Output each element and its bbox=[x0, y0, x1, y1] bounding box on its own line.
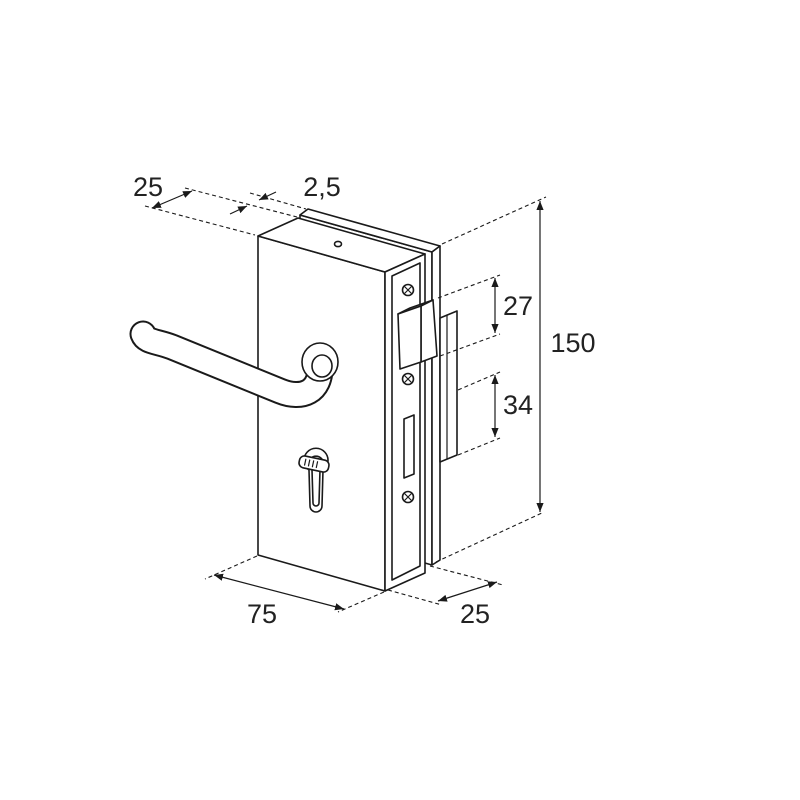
dimension-label: 34 bbox=[503, 390, 533, 420]
cylinder bbox=[298, 447, 330, 513]
latch-bolt bbox=[397, 299, 438, 370]
extension-line bbox=[249, 192, 307, 210]
dimension-label: 2,5 bbox=[303, 172, 341, 202]
latch-bolt-front bbox=[397, 305, 422, 370]
handle-neck bbox=[311, 354, 333, 378]
back-plate-side-face bbox=[431, 245, 441, 566]
extension-line bbox=[144, 205, 256, 236]
dimension-right-overall: 150 bbox=[435, 196, 596, 563]
dimension-label: 150 bbox=[550, 328, 595, 358]
screw bbox=[401, 490, 415, 504]
screw bbox=[401, 283, 415, 297]
dimension-label: 75 bbox=[247, 599, 277, 629]
dimension-label: 27 bbox=[503, 291, 533, 321]
lever-handle bbox=[129, 320, 339, 408]
key-bow bbox=[298, 455, 330, 473]
extension-line bbox=[435, 511, 545, 563]
lever-handle-fill bbox=[131, 322, 332, 406]
dimension-bottom-right: 25 bbox=[387, 565, 504, 629]
screw-slot bbox=[404, 493, 412, 501]
strike-plate bbox=[439, 310, 458, 463]
screw bbox=[401, 372, 415, 386]
dimension-top-left: 25 bbox=[133, 172, 298, 236]
extension-line bbox=[337, 591, 385, 613]
extension-line bbox=[439, 333, 501, 357]
dimension-label: 25 bbox=[133, 172, 163, 202]
screw-slot bbox=[404, 286, 412, 294]
deadbolt-slot bbox=[403, 414, 415, 479]
extension-line bbox=[387, 589, 443, 606]
dimension-bottom-left: 75 bbox=[204, 555, 385, 629]
extension-line bbox=[184, 187, 298, 218]
extension-line bbox=[457, 437, 501, 456]
dimension-right-upper: 27 bbox=[437, 274, 533, 357]
dimension-label: 25 bbox=[460, 599, 490, 629]
dimension-arrow bbox=[258, 191, 277, 201]
dimension-line bbox=[437, 581, 498, 602]
lock-body-front-face bbox=[257, 235, 386, 592]
screw-slot bbox=[404, 375, 412, 383]
dimension-top-middle: 2,5 bbox=[229, 172, 341, 215]
key-bow-grip bbox=[303, 458, 319, 469]
extension-line bbox=[204, 555, 258, 580]
dimension-line bbox=[213, 573, 345, 611]
strike-plate-face bbox=[439, 310, 458, 463]
extension-line bbox=[429, 565, 504, 586]
extension-line bbox=[457, 371, 501, 391]
extension-line bbox=[441, 196, 547, 245]
dimension-line bbox=[151, 190, 193, 209]
top-hole bbox=[333, 240, 343, 248]
extension-line bbox=[437, 274, 501, 299]
dimension-arrow bbox=[229, 205, 248, 215]
key-bow-body bbox=[298, 455, 330, 473]
dimension-right-lower: 34 bbox=[457, 371, 533, 456]
